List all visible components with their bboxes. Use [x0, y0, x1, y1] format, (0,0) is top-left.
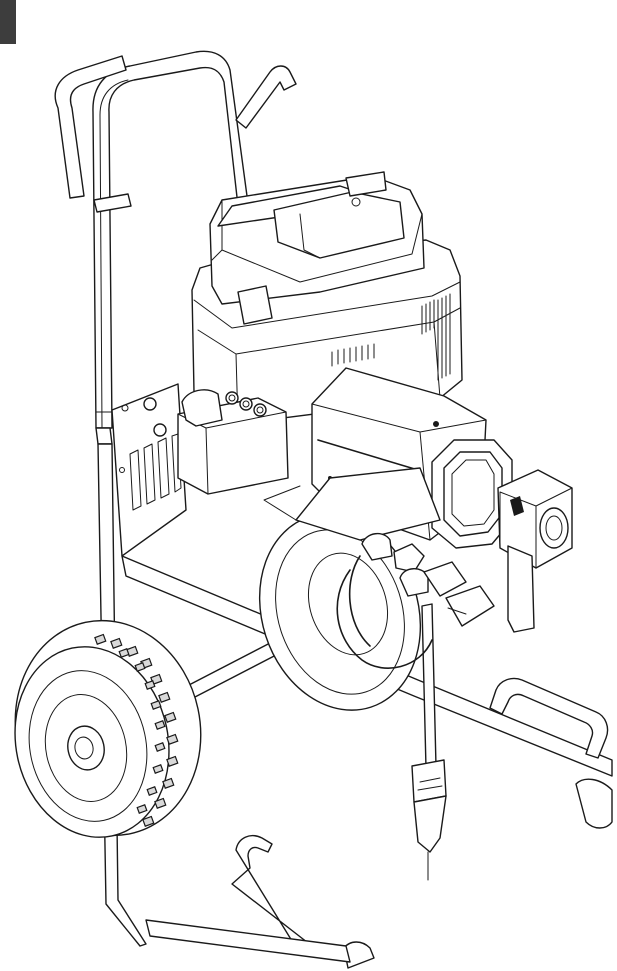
corner-tab-marker: [0, 0, 16, 44]
control-box: [143, 389, 289, 495]
return-hose: [336, 555, 433, 669]
bolt-icon: [119, 467, 125, 473]
pump-drive-housing: [263, 367, 513, 549]
frame-vent-slots: [129, 433, 182, 511]
tire-tread: [94, 633, 179, 827]
engine-cooling-vents: [331, 293, 451, 381]
bolt-icon: [433, 421, 439, 427]
bolt-icon: [121, 404, 129, 412]
bolt-icon: [143, 397, 157, 411]
bolt-icon: [153, 423, 167, 437]
front-wheel: [14, 619, 202, 838]
engine-top-cover: [209, 171, 425, 325]
control-knobs: [225, 391, 267, 417]
top-latch: [345, 171, 387, 197]
filter-manifold: [497, 469, 573, 633]
cart-handle: [54, 50, 297, 429]
cap-icon: [351, 197, 361, 207]
prime-valve-assembly: [361, 533, 495, 627]
side-latch: [237, 285, 273, 325]
suction-tube: [411, 603, 447, 881]
